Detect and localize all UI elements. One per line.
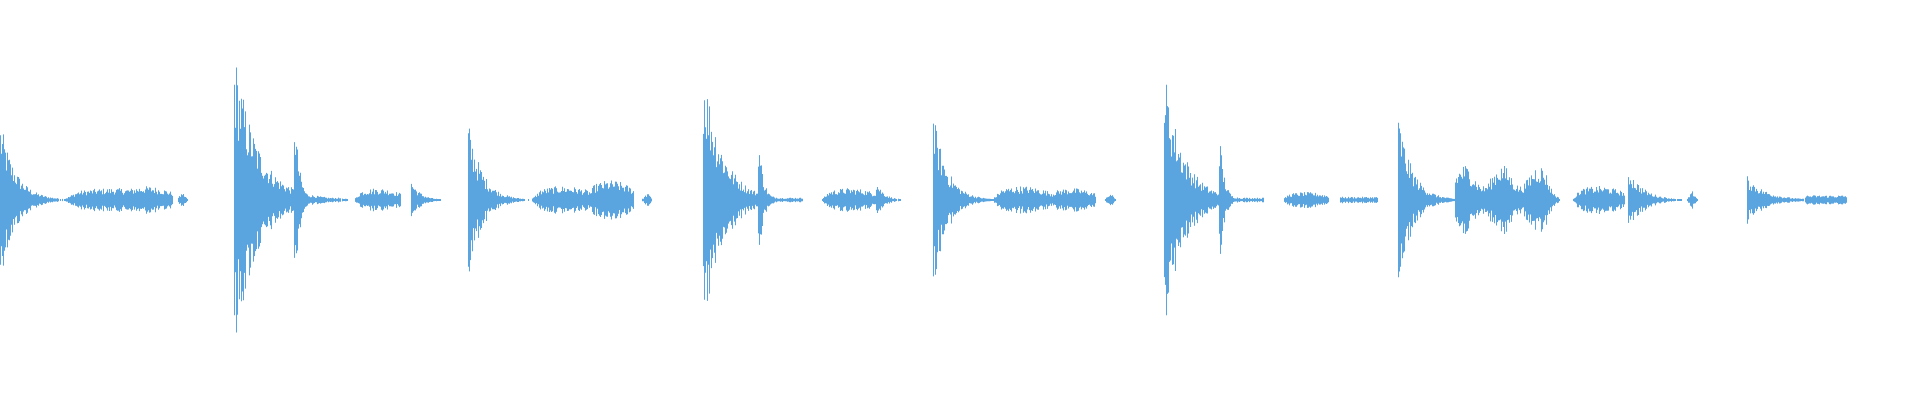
waveform-path [0,67,1847,333]
